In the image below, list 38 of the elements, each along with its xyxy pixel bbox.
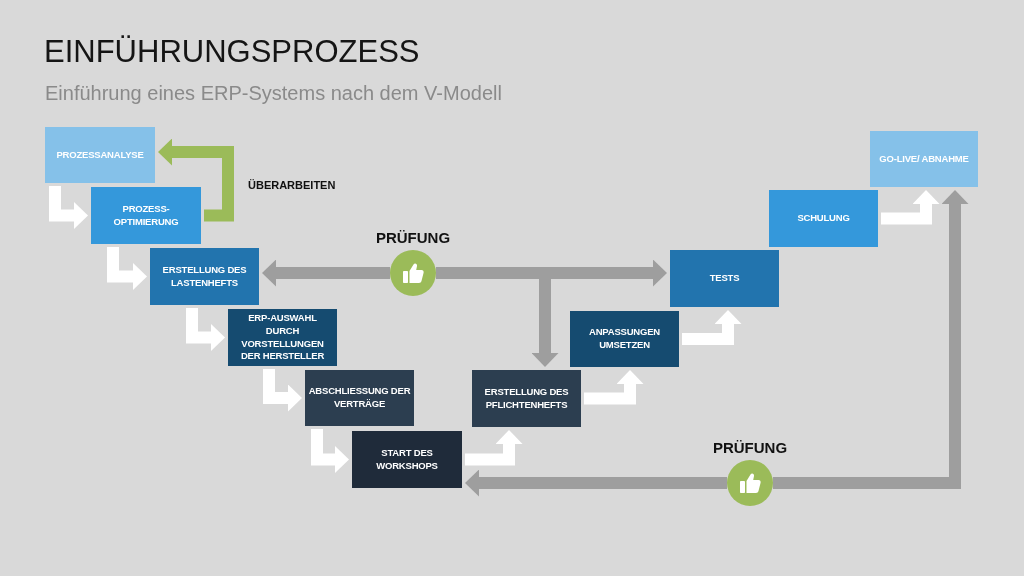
process-box (91, 187, 201, 244)
title: EINFÜHRUNGSPROZESS (44, 36, 420, 67)
arrow (682, 310, 742, 345)
process-box (769, 190, 878, 247)
step-text: ERP-AUSWAHL DURCH VORSTELLUNGEN DER HERSTELLER (239, 311, 326, 364)
arrow (263, 369, 302, 412)
arrow (311, 429, 349, 473)
step-text: ANPASSUNGEN UMSETZEN (588, 326, 661, 352)
step-text: SCHULUNG (797, 212, 850, 225)
arrow (107, 247, 147, 290)
step-text: TESTS (709, 272, 740, 285)
arrow (158, 138, 234, 222)
step-text: PROZESSANALYSE (56, 148, 144, 162)
process-box (472, 370, 581, 427)
step-text: ABSCHLIESSUNG DER VERTRÄGE (308, 385, 411, 411)
step-text: PROZESS-OPTIMIERUNG (112, 202, 180, 229)
step-text: START DES WORKSHOPS (375, 446, 439, 473)
process-box (870, 131, 978, 187)
check-label: PRÜFUNG (375, 229, 451, 246)
process-box (228, 309, 337, 366)
process-box (305, 370, 414, 426)
arrow (186, 308, 225, 351)
arrow (584, 370, 644, 405)
step-text: ERSTELLUNG DES PFLICHTENHEFTS (483, 385, 570, 412)
arrow (773, 190, 969, 489)
arrow (262, 259, 390, 287)
process-box (150, 248, 259, 305)
arrow (465, 469, 727, 497)
process-box (352, 431, 462, 488)
process-box (570, 311, 679, 367)
subtitle: Einführung eines ERP-Systems nach dem V-Modell (45, 82, 502, 104)
arrow (49, 186, 88, 229)
process-box (670, 250, 779, 307)
process-box (45, 127, 155, 183)
check-label: PRÜFUNG (712, 439, 788, 456)
arrow (881, 190, 940, 225)
step-text: GO-LIVE/ ABNAHME (879, 152, 969, 166)
step-text: ERSTELLUNG DES LASTENHEFTS (161, 263, 248, 290)
